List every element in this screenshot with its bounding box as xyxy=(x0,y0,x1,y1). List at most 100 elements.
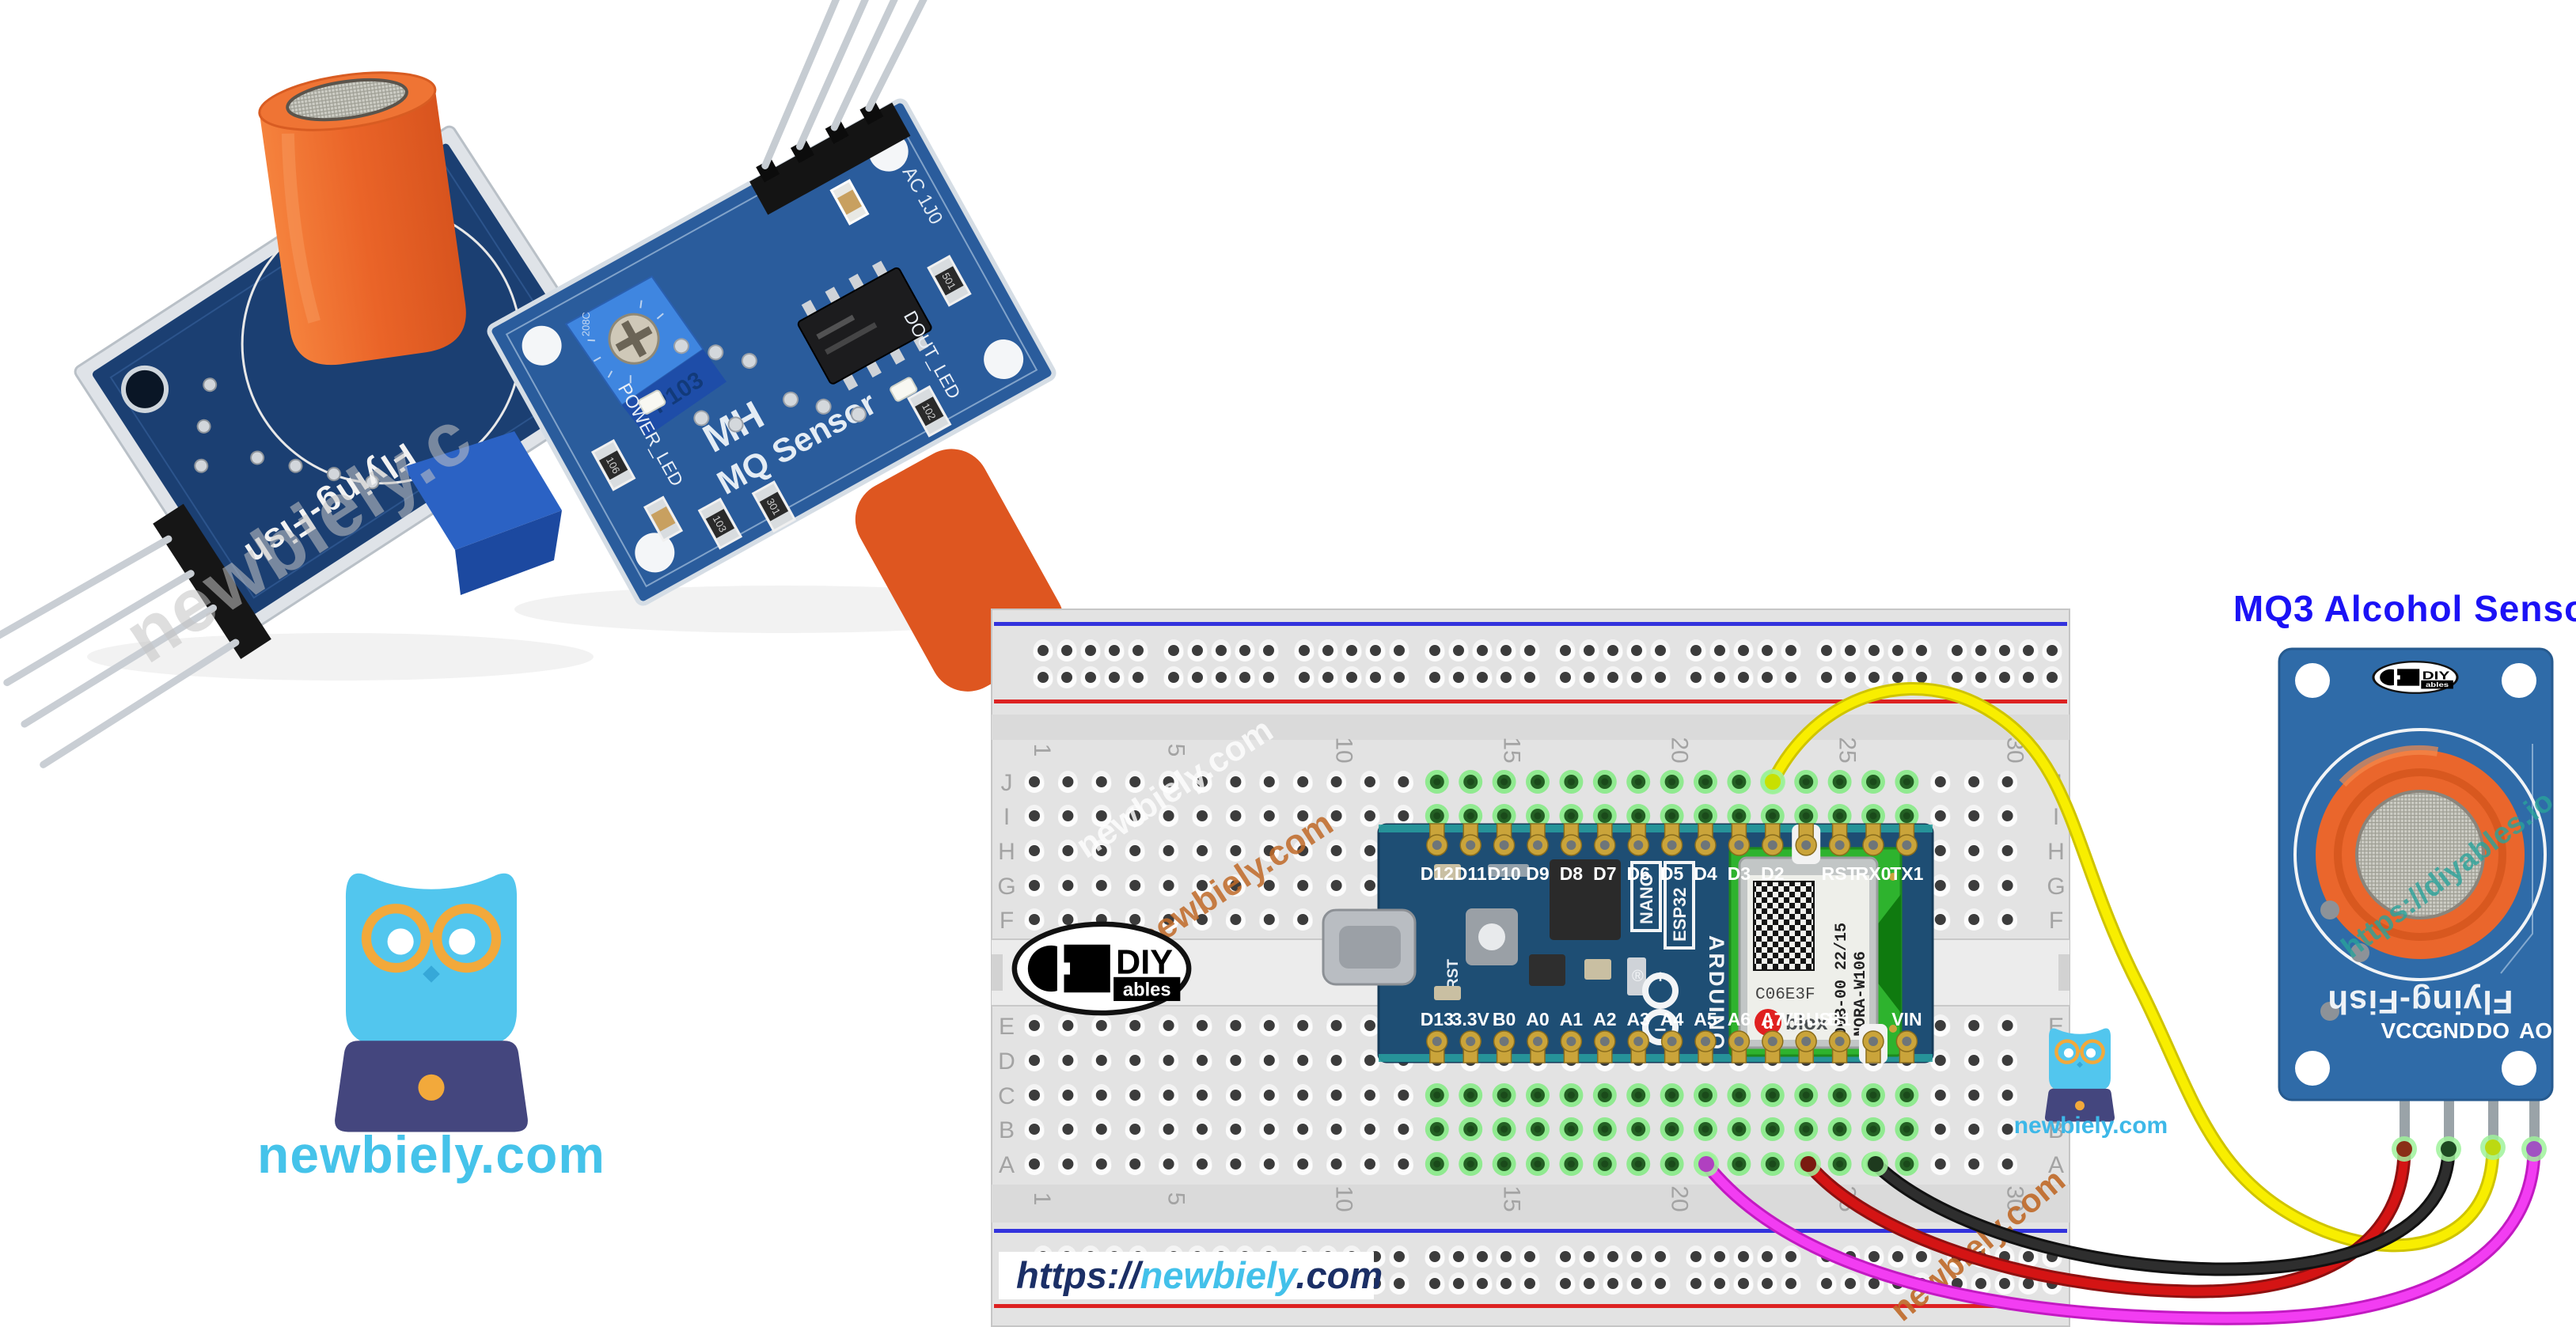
arduino-pin-label: D10 xyxy=(1487,863,1520,884)
breadboard-column-number: 10 xyxy=(1331,1185,1357,1211)
breadboard-grid-label: J xyxy=(1001,770,1013,796)
breadboard-grid-label: I xyxy=(2053,804,2059,830)
arduino-pin-label: D9 xyxy=(1526,863,1549,884)
breadboard-groove xyxy=(992,1185,2070,1223)
photo-module-back: 208C P103 AC 1J0 xyxy=(487,0,1057,606)
arduino-pin-label: D5 xyxy=(1660,863,1684,884)
arduino-pin-label: D13 xyxy=(1421,1009,1454,1029)
sensor-title: MQ3 Alcohol Sensor xyxy=(2233,588,2576,629)
arduino-pin-label: A7 xyxy=(1761,1009,1784,1029)
breadboard-grid-label: F xyxy=(2049,908,2063,934)
esp32-label: ESP32 xyxy=(1670,888,1690,942)
pcb-face xyxy=(92,143,605,616)
breadboard-grid-label: G xyxy=(2047,874,2065,900)
power-led xyxy=(638,389,666,415)
ublox-module: C06E3F u blox 00B-00 22/15 NORA-W106 xyxy=(1728,847,1903,1057)
sensor-mesh xyxy=(286,78,408,122)
breadboard-groove xyxy=(992,715,2070,740)
arduino-pin-label: B0 xyxy=(1493,1009,1516,1029)
registered-mark: ® xyxy=(1632,968,1644,985)
mount-hole xyxy=(2502,1051,2536,1086)
arduino-pin-label: A5 xyxy=(1694,1009,1717,1029)
arduino-pin-label: RST xyxy=(1822,863,1858,884)
ublox-logo-icon: u blox xyxy=(1755,1009,1828,1036)
pot-top-text: 208C xyxy=(580,312,593,336)
breadboard-grid-label: H xyxy=(2047,839,2065,865)
svg-text:blox: blox xyxy=(1785,1010,1828,1034)
arduino-pin-label: D12 xyxy=(1421,863,1454,884)
url-label: https://newbiely.com xyxy=(999,1252,1383,1299)
rail-line-red xyxy=(994,700,2067,703)
gnd-label: GND xyxy=(2426,1018,2475,1043)
newbiely-main-logo: newbiely.com xyxy=(257,874,605,1184)
header-pins xyxy=(761,0,961,169)
photo-mq3-modules: Flying-Fish xyxy=(0,0,1064,768)
newbiely-small-logo: newbiely.com xyxy=(2014,1029,2168,1139)
sensor-mesh xyxy=(2355,790,2485,919)
arduino-pin-pads xyxy=(1426,823,1918,1063)
reset-label: RST xyxy=(1445,959,1462,989)
usb-c-opening xyxy=(1339,926,1401,969)
arduino-pin-label: D6 xyxy=(1626,863,1649,884)
arduino-pin-label: D3 xyxy=(1728,863,1751,884)
mount-hole xyxy=(2502,663,2536,698)
breadboard-column-number: 20 xyxy=(1667,737,1693,763)
wire-gnd-black xyxy=(1868,1142,2456,1276)
breadboard-grid-label: I xyxy=(1003,804,1010,830)
breadboard-column-number: 30 xyxy=(2002,1185,2028,1211)
arduino-pin-label: A4 xyxy=(1660,1009,1684,1029)
arduino-pin-label: B1 xyxy=(1828,1009,1852,1029)
do-label: DO xyxy=(2476,1018,2510,1043)
datamatrix-code xyxy=(1753,881,1815,971)
wire-do-yellow xyxy=(1766,682,2500,1253)
sensor-pin-labels: VCC GND DO AO xyxy=(2381,1018,2552,1043)
rail-line-blue xyxy=(994,1229,2067,1233)
newbiely-small-text: newbiely.com xyxy=(2014,1113,2168,1139)
breadboard-grid-label: C xyxy=(998,1083,1015,1109)
url-suffix: .com xyxy=(1296,1254,1383,1296)
rail-line-red xyxy=(994,1304,2067,1308)
breadboard-grid-label: B xyxy=(999,1117,1015,1143)
module-lot: 00B-00 22/15 xyxy=(1833,923,1851,1037)
header-pins xyxy=(0,535,240,768)
wire-dot xyxy=(2396,1141,2412,1157)
breadboard-column-number: 15 xyxy=(1499,1185,1525,1211)
svg-text:+: + xyxy=(1656,967,1666,987)
arduino-pin-label: VIN xyxy=(1891,1009,1922,1029)
url-brand: newbiely xyxy=(1140,1254,1299,1296)
wire-ao-magenta xyxy=(1699,1142,2541,1325)
module-code: C06E3F xyxy=(1755,986,1815,1004)
arduino-logo-icon xyxy=(1642,973,1679,1045)
solder-joints xyxy=(673,338,867,433)
vcc-label: VCC xyxy=(2381,1018,2427,1043)
nano-label-box xyxy=(1630,861,1662,932)
breadboard-column-number: 15 xyxy=(1499,737,1525,763)
arduino-nano-esp32: RST NANO ESP32 + − ® ARDUINO C06E3 xyxy=(1322,823,1934,1063)
arduino-pin-label: RX0 xyxy=(1856,863,1891,884)
wire-dot xyxy=(1698,1156,1714,1172)
dout-led xyxy=(890,377,918,402)
arduino-pin-label: A1 xyxy=(1560,1009,1584,1029)
breadboard-column-number: 1 xyxy=(1029,1192,1055,1206)
breadboard-grid-label: H xyxy=(998,839,1015,865)
svg-text:https://newbiely.com: https://newbiely.com xyxy=(1016,1254,1383,1296)
mount-hole xyxy=(522,325,562,366)
wire-dot xyxy=(1868,1156,1884,1172)
pin-header xyxy=(749,102,911,215)
wire-connection-dots xyxy=(1694,769,2547,1177)
arduino-pin-label: A2 xyxy=(1593,1009,1616,1029)
arduino-pin-label: A0 xyxy=(1526,1009,1549,1029)
breadboard-column-number: 5 xyxy=(1163,1192,1189,1206)
via-pads xyxy=(2320,900,2369,1021)
breadboard-column-number: 25 xyxy=(1834,737,1861,763)
photo-shadow xyxy=(87,633,594,681)
breadboard-grid-label: F xyxy=(1000,908,1014,934)
breadboard-column-number: 5 xyxy=(1163,744,1189,757)
diyables-badge-sensor xyxy=(2372,660,2459,695)
breadboard-column-number: 10 xyxy=(1331,737,1357,763)
arduino-pin-label: D11 xyxy=(1455,863,1487,884)
wire-dot xyxy=(1765,774,1781,790)
